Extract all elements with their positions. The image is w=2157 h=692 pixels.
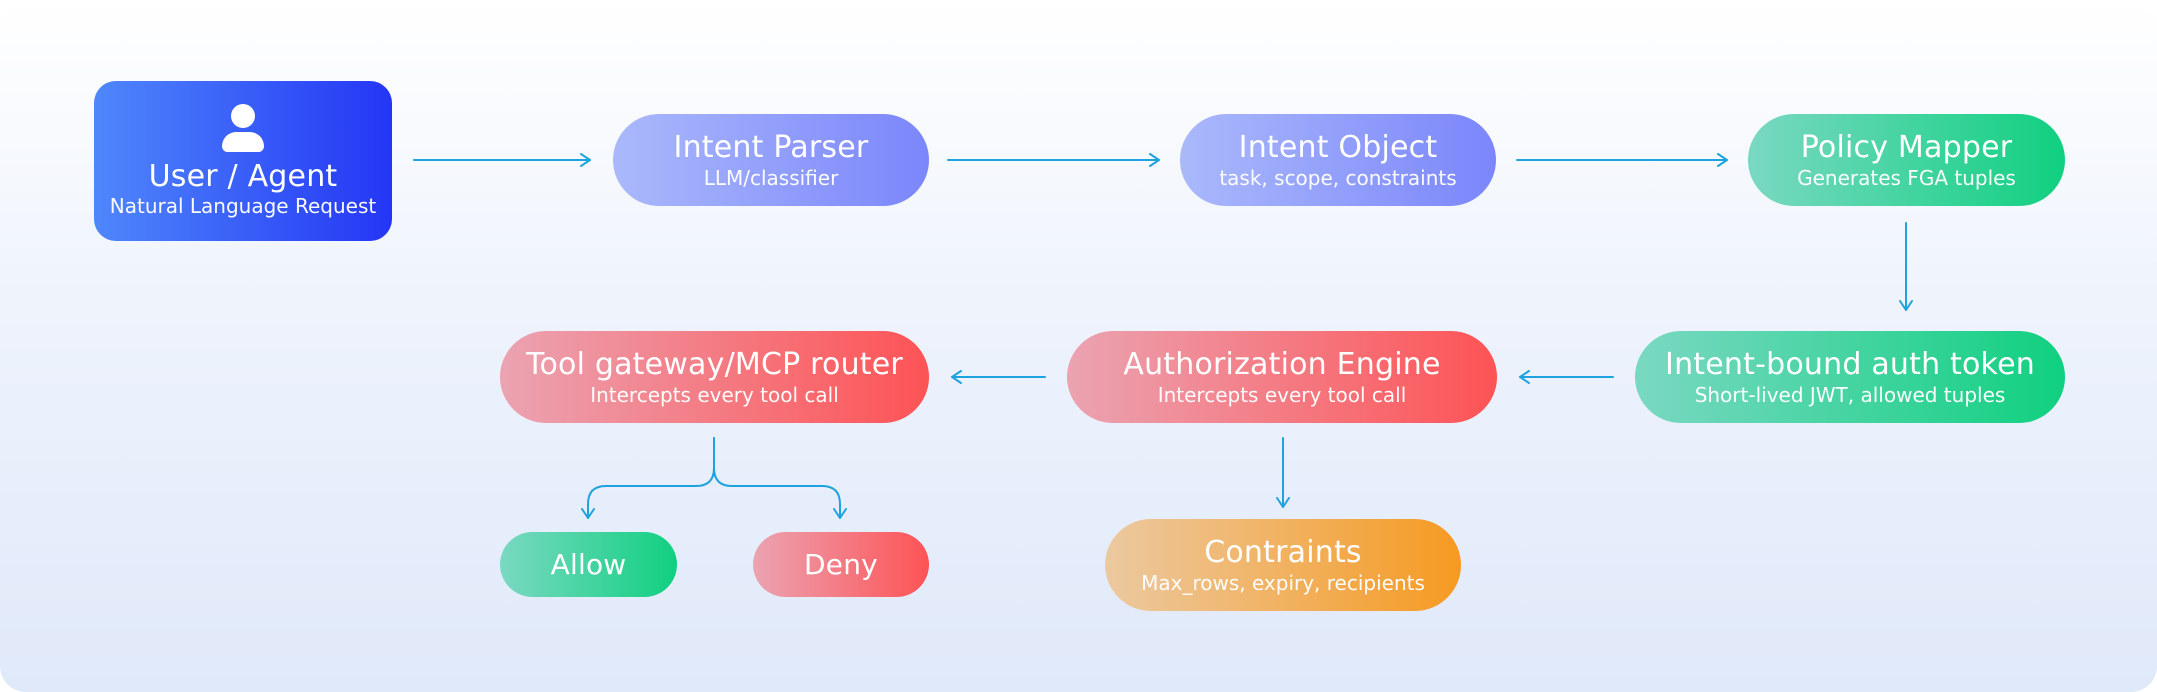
allow-node: Allow [500, 532, 677, 597]
edge-tool-gateway-to-allow [581, 437, 715, 519]
tool-gateway-title: Tool gateway/MCP router [526, 347, 903, 382]
user-agent-node: User / Agent Natural Language Request [94, 81, 392, 241]
tool-gateway-node: Tool gateway/MCP router Intercepts every… [500, 331, 929, 423]
intent-object-node: Intent Object task, scope, constraints [1180, 114, 1496, 206]
policy-mapper-title: Policy Mapper [1800, 130, 2013, 165]
intent-object-title: Intent Object [1238, 130, 1438, 165]
intent-parser-title: Intent Parser [673, 130, 869, 165]
policy-mapper-subtitle: Generates FGA tuples [1797, 166, 2016, 190]
intent-parser-node: Intent Parser LLM/classifier [613, 114, 929, 206]
user-agent-title: User / Agent [148, 159, 338, 194]
authorization-engine-title: Authorization Engine [1123, 347, 1441, 382]
user-agent-subtitle: Natural Language Request [109, 194, 377, 218]
intent-parser-subtitle: LLM/classifier [703, 166, 839, 190]
auth-token-subtitle: Short-lived JWT, allowed tuples [1694, 383, 2006, 407]
constraints-title: Contraints [1204, 535, 1362, 570]
deny-node: Deny [753, 532, 929, 597]
authorization-engine-node: Authorization Engine Intercepts every to… [1067, 331, 1497, 423]
edge-tool-gateway-to-deny [713, 437, 847, 519]
user-icon [221, 104, 265, 152]
auth-token-node: Intent-bound auth token Short-lived JWT,… [1635, 331, 2065, 423]
intent-object-subtitle: task, scope, constraints [1219, 166, 1457, 190]
auth-token-title: Intent-bound auth token [1665, 347, 2035, 382]
deny-title: Deny [804, 547, 878, 581]
constraints-subtitle: Max_rows, expiry, recipients [1141, 571, 1425, 595]
tool-gateway-subtitle: Intercepts every tool call [590, 383, 839, 407]
policy-mapper-node: Policy Mapper Generates FGA tuples [1748, 114, 2065, 206]
authorization-engine-subtitle: Intercepts every tool call [1157, 383, 1407, 407]
constraints-node: Contraints Max_rows, expiry, recipients [1105, 519, 1461, 611]
allow-title: Allow [550, 547, 627, 581]
